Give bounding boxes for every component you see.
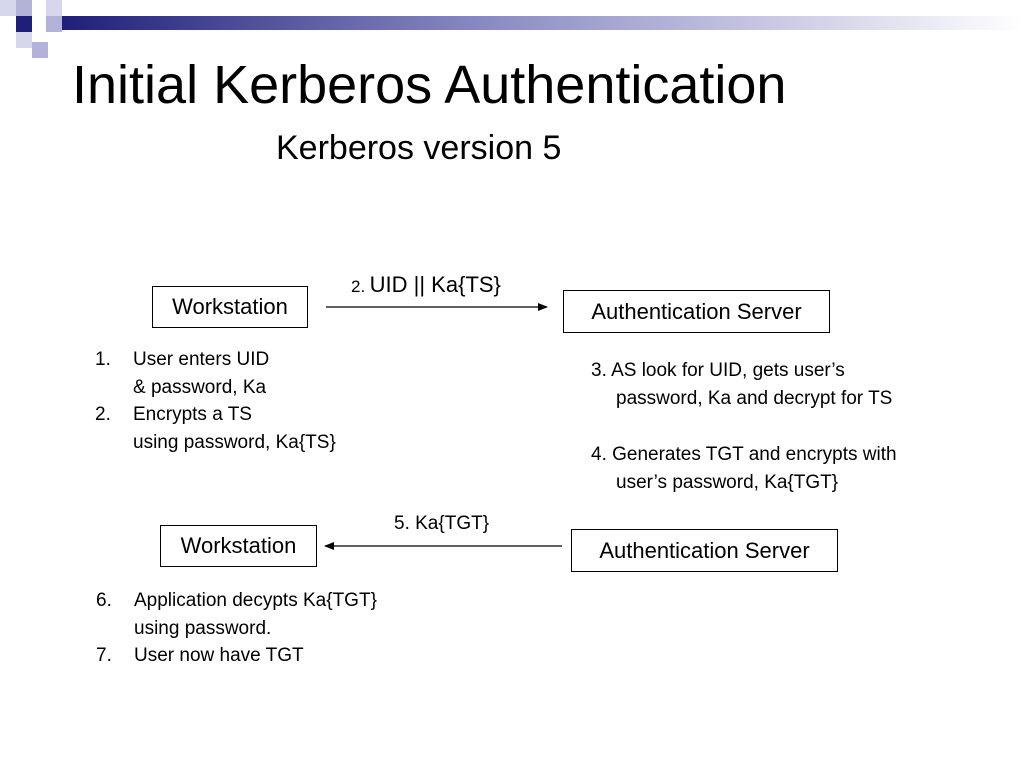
list-item: 7. User now have TGT [96,642,377,670]
header-gradient-bar [60,16,1024,30]
auth-server-label: Authentication Server [591,298,802,324]
auth-server-label: Authentication Server [599,537,810,563]
step-text: User now have TGT [134,645,304,666]
deco-square [16,16,32,32]
list-item: 2. Encrypts a TS using password, Ka{TS} [95,401,336,456]
step-text: Application decypts Ka{TGT} [134,590,377,611]
step-number: 1. [95,349,111,370]
server-step-3: 3. AS look for UID, gets user’s password… [591,357,892,412]
client-steps-top: 1. User enters UID & password, Ka 2. Encry… [95,346,336,456]
list-item: 6. Application decypts Ka{TGT} using pass… [96,587,377,642]
step-text: User enters UID [133,349,270,370]
workstation-label: Workstation [172,294,288,319]
deco-square [46,0,62,16]
step-text: 3. AS look for UID, gets user’s [591,360,845,381]
step-text: 4. Generates TGT and encrypts with [591,444,897,465]
slide-subtitle: Kerberos version 5 [276,129,562,167]
client-steps-bottom: 6. Application decypts Ka{TGT} using pass… [96,587,377,670]
auth-server-box-bottom: Authentication Server [571,529,838,572]
deco-square [16,32,32,48]
step-text: password, Ka and decrypt for TS [616,387,893,409]
deco-square [16,0,32,16]
step-text: Encrypts a TS [133,404,252,425]
deco-square [46,16,62,32]
step-number: 7. [96,645,112,666]
step-number: 6. [96,590,112,611]
step-number: 2. [95,404,111,425]
request-message: UID || Ka{TS} [369,272,501,297]
header-decoration [0,0,1024,58]
workstation-box-bottom: Workstation [160,525,317,567]
deco-square [32,42,48,58]
response-arrow-label: 5. Ka{TGT} [394,514,489,533]
list-item: 1. User enters UID & password, Ka [95,346,336,401]
step-text: using password, Ka{TS} [133,431,336,453]
slide-title: Initial Kerberos Authentication [72,55,787,115]
deco-square [0,0,16,16]
request-arrow-label: 2. UID || Ka{TS} [351,274,501,296]
auth-server-box-top: Authentication Server [563,290,830,333]
request-step-number: 2. [351,277,366,296]
workstation-label: Workstation [180,533,297,558]
step-text: user’s password, Ka{TGT} [616,471,839,493]
server-step-4: 4. Generates TGT and encrypts with user’… [591,441,897,496]
workstation-box-top: Workstation [152,286,308,328]
response-message: 5. Ka{TGT} [394,513,490,534]
step-text: using password. [134,617,272,639]
step-text: & password, Ka [133,376,267,398]
